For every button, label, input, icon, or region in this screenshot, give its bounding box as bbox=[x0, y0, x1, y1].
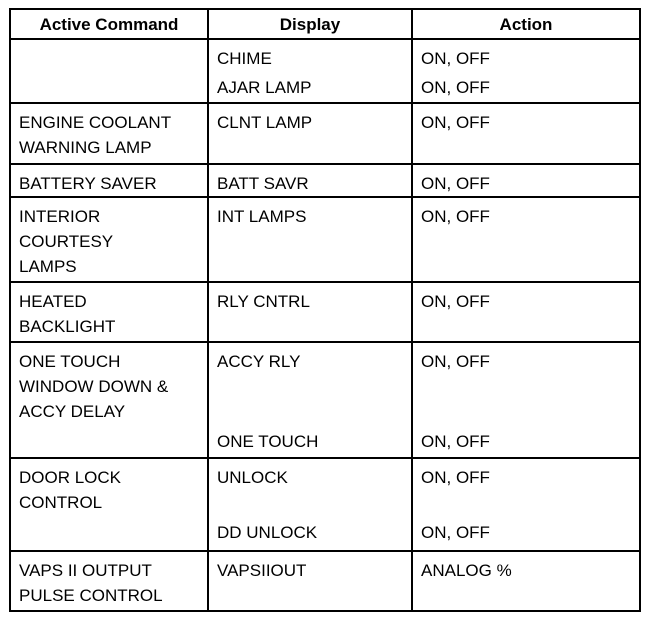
command-cell: INTERIOR COURTESY LAMPS bbox=[9, 196, 209, 283]
command-line: VAPS II OUTPUT bbox=[19, 560, 152, 580]
display-cell: BATT SAVR bbox=[207, 162, 413, 199]
display-value: BATT SAVR bbox=[217, 173, 309, 193]
display-value: ONE TOUCH bbox=[217, 432, 319, 452]
display-value: CLNT LAMP bbox=[217, 113, 313, 133]
command-line: ACCY DELAY bbox=[19, 402, 126, 422]
command-cell: ENGINE COOLANT WARNING LAMP bbox=[9, 102, 209, 165]
action-cell: ON, OFF ON, OFF bbox=[411, 456, 641, 552]
active-command-table: Active Command Display Action CHIME AJAR… bbox=[9, 8, 641, 613]
table-row: DOOR LOCK CONTROL UNLOCK DD UNLOCK ON, O… bbox=[9, 456, 641, 552]
display-value: RLY CNTRL bbox=[217, 291, 310, 311]
command-line: DOOR LOCK bbox=[19, 467, 122, 487]
action-value: ON, OFF bbox=[421, 432, 490, 452]
command-line: WARNING LAMP bbox=[19, 138, 152, 158]
command-line: BACKLIGHT bbox=[19, 316, 116, 336]
command-line: CONTROL bbox=[19, 492, 103, 512]
table-row: VAPS II OUTPUT PULSE CONTROL VAPSIIOUT A… bbox=[9, 549, 641, 613]
display-value: VAPSIIOUT bbox=[217, 560, 307, 580]
display-cell: CHIME AJAR LAMP bbox=[207, 37, 413, 105]
action-value: ON, OFF bbox=[421, 291, 490, 311]
display-cell: UNLOCK DD UNLOCK bbox=[207, 456, 413, 552]
header-active-command: Active Command bbox=[9, 8, 209, 40]
command-line: BATTERY SAVER bbox=[19, 173, 157, 193]
action-value: ON, OFF bbox=[421, 352, 490, 372]
command-line: ONE TOUCH bbox=[19, 352, 121, 372]
command-cell: HEATED BACKLIGHT bbox=[9, 280, 209, 344]
display-cell: ACCY RLY ONE TOUCH bbox=[207, 341, 413, 459]
display-value: AJAR LAMP bbox=[217, 78, 312, 97]
table-row: INTERIOR COURTESY LAMPS INT LAMPS ON, OF… bbox=[9, 196, 641, 283]
command-cell: ONE TOUCH WINDOW DOWN & ACCY DELAY bbox=[9, 341, 209, 459]
action-cell: ON, OFF bbox=[411, 102, 641, 165]
display-cell: INT LAMPS bbox=[207, 196, 413, 283]
action-cell: ANALOG % bbox=[411, 549, 641, 613]
table-header-row: Active Command Display Action bbox=[9, 8, 641, 40]
action-value: ON, OFF bbox=[421, 522, 490, 542]
action-value: ANALOG % bbox=[421, 560, 512, 580]
action-value: ON, OFF bbox=[421, 207, 490, 227]
action-value: ON, OFF bbox=[421, 467, 490, 487]
table-row: CHIME AJAR LAMP ON, OFF ON, OFF bbox=[9, 37, 641, 105]
display-value: DD UNLOCK bbox=[217, 522, 318, 542]
table-row: ONE TOUCH WINDOW DOWN & ACCY DELAY ACCY … bbox=[9, 341, 641, 459]
command-line: INTERIOR bbox=[19, 207, 101, 227]
action-cell: ON, OFF bbox=[411, 162, 641, 199]
command-cell: BATTERY SAVER bbox=[9, 162, 209, 199]
command-line: LAMPS bbox=[19, 257, 77, 277]
display-value: INT LAMPS bbox=[217, 207, 307, 227]
command-line: HEATED bbox=[19, 291, 87, 311]
action-cell: ON, OFF ON, OFF bbox=[411, 341, 641, 459]
command-line: COURTESY bbox=[19, 232, 114, 252]
command-cell bbox=[9, 37, 209, 105]
command-cell: VAPS II OUTPUT PULSE CONTROL bbox=[9, 549, 209, 613]
display-cell: RLY CNTRL bbox=[207, 280, 413, 344]
display-cell: VAPSIIOUT bbox=[207, 549, 413, 613]
action-cell: ON, OFF bbox=[411, 196, 641, 283]
action-value: ON, OFF bbox=[421, 173, 490, 193]
command-line: ENGINE COOLANT bbox=[19, 113, 172, 133]
action-cell: ON, OFF ON, OFF bbox=[411, 37, 641, 105]
action-cell: ON, OFF bbox=[411, 280, 641, 344]
action-value: ON, OFF bbox=[421, 113, 490, 133]
command-cell: DOOR LOCK CONTROL bbox=[9, 456, 209, 552]
command-line: WINDOW DOWN & bbox=[19, 377, 169, 397]
display-value: ACCY RLY bbox=[217, 352, 301, 372]
table-row: ENGINE COOLANT WARNING LAMP CLNT LAMP ON… bbox=[9, 102, 641, 165]
action-value: ON, OFF bbox=[421, 49, 490, 68]
table-row: HEATED BACKLIGHT RLY CNTRL ON, OFF bbox=[9, 280, 641, 344]
table-row: BATTERY SAVER BATT SAVR ON, OFF bbox=[9, 162, 641, 199]
action-value: ON, OFF bbox=[421, 78, 490, 97]
header-display: Display bbox=[207, 8, 413, 40]
display-value: UNLOCK bbox=[217, 467, 288, 487]
display-cell: CLNT LAMP bbox=[207, 102, 413, 165]
command-line: PULSE CONTROL bbox=[19, 585, 163, 605]
display-value: CHIME bbox=[217, 49, 272, 68]
header-action: Action bbox=[411, 8, 641, 40]
